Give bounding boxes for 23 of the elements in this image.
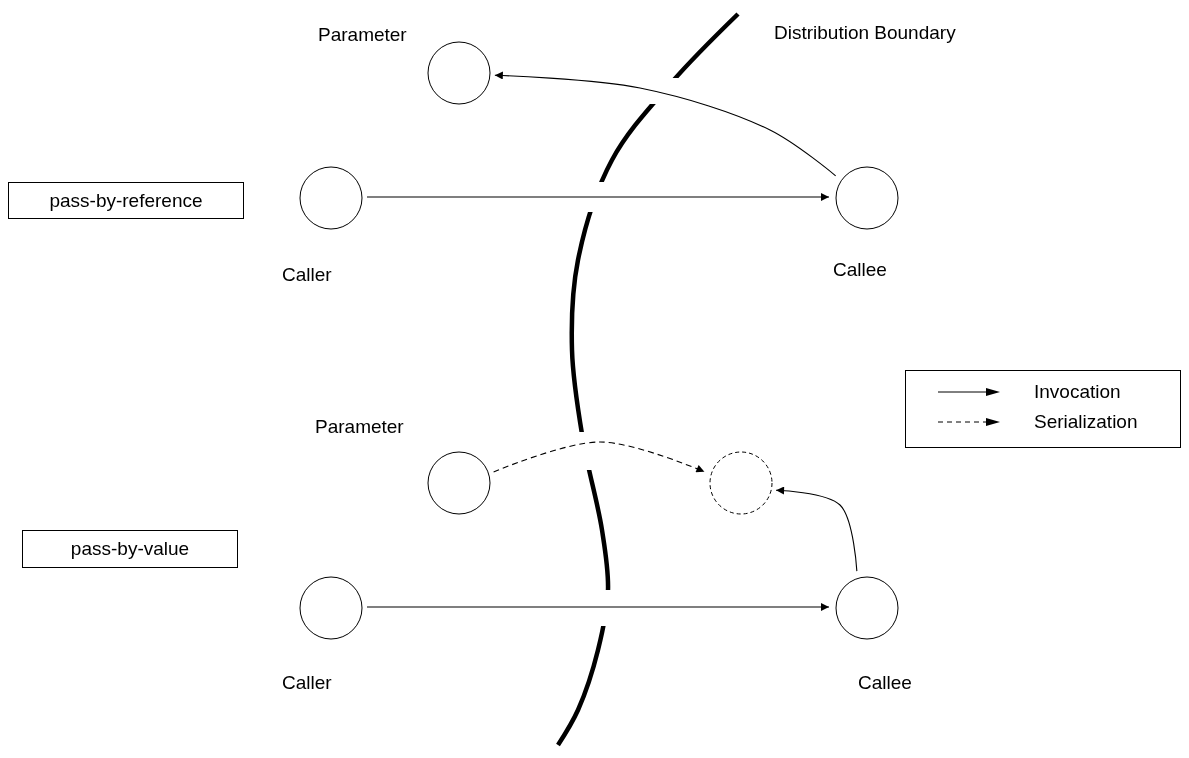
circle-node (835, 576, 899, 640)
legend-text: Serialization (1034, 411, 1138, 433)
circle-node (299, 166, 363, 230)
boundary-label: Distribution Boundary (774, 22, 956, 44)
legend-text: Invocation (1034, 381, 1121, 403)
node-caption: Caller (282, 264, 332, 286)
circle-node (427, 451, 491, 515)
label-box: pass-by-value (22, 530, 238, 568)
node-caption: Caller (282, 672, 332, 694)
circle-node (299, 576, 363, 640)
circle-node (835, 166, 899, 230)
node-caption: Callee (858, 672, 912, 694)
arrow (366, 603, 830, 611)
arrow (493, 441, 705, 473)
node-caption: Parameter (318, 24, 407, 46)
arrow (775, 486, 858, 572)
label-box: pass-by-reference (8, 182, 244, 219)
node-caption: Callee (833, 259, 887, 281)
arrow (366, 193, 830, 201)
circle-node (709, 451, 773, 515)
node-caption: Parameter (315, 416, 404, 438)
arrow (494, 71, 837, 177)
circle-node (427, 41, 491, 105)
